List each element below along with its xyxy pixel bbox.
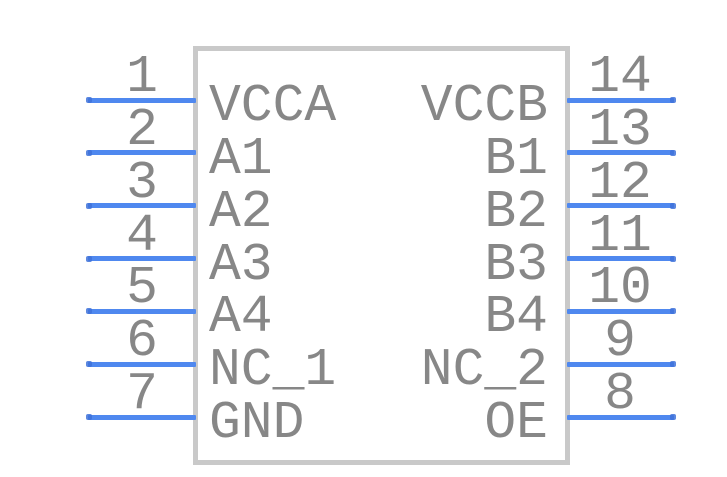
pin-number: 10 [588,258,652,319]
pin-name: GND [209,393,305,454]
pin-wire [88,308,196,314]
pin-wire [567,203,674,209]
pin-endpoint [670,308,676,315]
pin-name: NC_1 [209,340,337,401]
pin-endpoint [86,202,92,209]
pin-wire [567,97,674,103]
pin-endpoint [670,361,676,368]
pin-name: OE [484,393,548,454]
pin-endpoint [86,308,92,315]
pin-endpoint [86,149,92,156]
symbol-body [193,46,570,465]
pin-wire [88,97,196,103]
pin-name: B4 [484,287,548,348]
pin-endpoint [86,361,92,368]
pin-name: B1 [484,128,548,189]
pin-wire [567,256,674,262]
pin-wire [88,414,196,420]
pin-number: 6 [126,311,158,372]
pin-name: NC_2 [420,340,548,401]
pin-name: A3 [209,234,273,295]
pin-number: 13 [588,99,652,160]
pin-endpoint [86,97,92,103]
pin-number: 5 [126,258,158,319]
pin-name: VCCB [420,76,548,136]
pin-name: A4 [209,287,273,348]
pin-name: B2 [484,181,548,242]
pin-number: 14 [588,47,652,107]
pin-endpoint [670,97,676,103]
pin-wire [567,308,674,314]
pin-number: 1 [126,47,158,107]
pin-wire [567,361,674,367]
pin-wire [88,150,196,156]
pin-name: B3 [484,234,548,295]
pin-number: 2 [126,99,158,160]
pin-name: A1 [209,128,273,189]
pin-number: 8 [604,364,636,425]
pin-number: 9 [604,311,636,372]
pin-endpoint [670,149,676,156]
pin-endpoint [670,202,676,209]
pin-number: 3 [126,152,158,213]
pin-number: 7 [126,364,158,425]
pin-name: VCCA [209,76,337,136]
pin-wire [88,361,196,367]
pin-number: 12 [588,152,652,213]
pin-endpoint [86,255,92,262]
pin-wire [88,203,196,209]
pin-wire [88,256,196,262]
pin-number: 4 [126,205,158,266]
pin-number: 11 [588,205,652,266]
pin-endpoint [670,414,676,421]
pin-name: A2 [209,181,273,242]
pin-wire [567,414,674,420]
pin-wire [567,150,674,156]
pin-endpoint [86,414,92,421]
pin-endpoint [670,255,676,262]
